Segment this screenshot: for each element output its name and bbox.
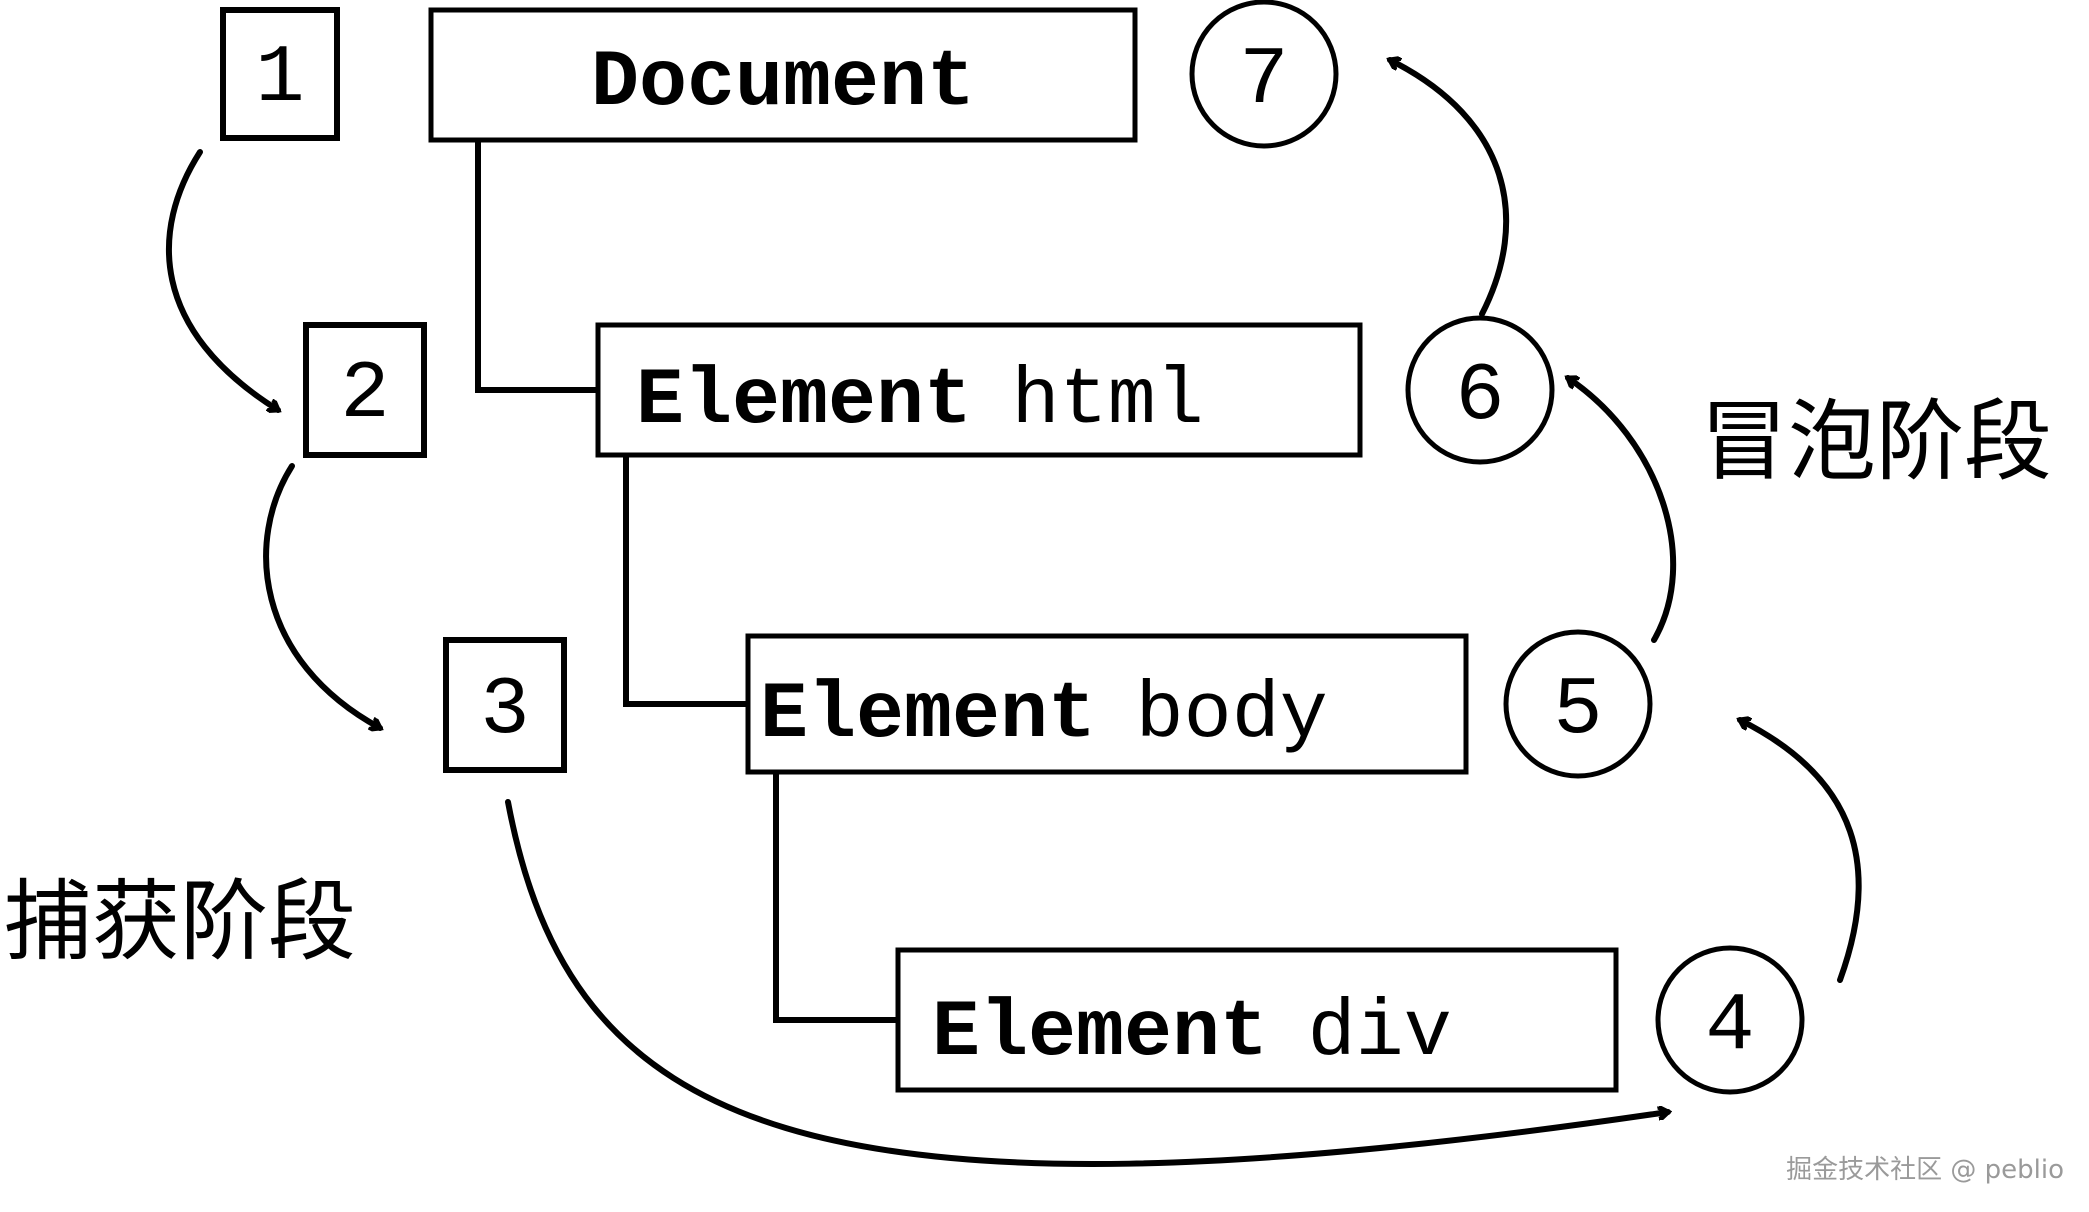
connector-html-body	[623, 456, 748, 707]
bubble-step-6: 6	[1405, 315, 1555, 465]
step-number: 4	[1705, 980, 1754, 1073]
connector-document-html	[475, 140, 598, 393]
node-tag-label: body	[1136, 670, 1328, 761]
capture-step-3: 3	[443, 637, 567, 773]
node-element-html: Element html	[595, 322, 1363, 458]
bubble-step-5: 5	[1503, 629, 1653, 779]
step-circle	[1503, 629, 1653, 779]
arrow-2-to-3	[263, 463, 380, 728]
node-document: Document	[428, 7, 1138, 143]
node-tag-label: html	[1012, 356, 1204, 447]
svg-text:Element body: Element body	[760, 670, 1328, 761]
capture-step-1: 1	[220, 7, 340, 141]
node-kind-label: Element	[932, 988, 1268, 1079]
arrow-3-to-4	[505, 799, 1668, 1167]
step-square	[220, 7, 340, 141]
bubble-phase-label: 冒泡阶段	[1700, 390, 2052, 493]
step-number: 6	[1455, 350, 1504, 443]
arrow-5-to-6	[1568, 375, 1677, 643]
step-number: 7	[1239, 34, 1288, 127]
watermark-text: 掘金技术社区 @ peblio	[1786, 1155, 2064, 1185]
node-kind-label: Document	[591, 38, 975, 129]
capture-phase-label: 捕获阶段	[4, 870, 356, 973]
step-square	[303, 322, 427, 458]
step-square	[443, 637, 567, 773]
node-element-div: Element div	[895, 947, 1619, 1093]
node-element-body: Element body	[745, 633, 1469, 775]
svg-text:Element div: Element div	[932, 988, 1452, 1079]
step-number: 1	[255, 32, 304, 125]
step-number: 2	[340, 348, 389, 441]
step-circle	[1405, 315, 1555, 465]
node-box	[595, 322, 1363, 458]
bubble-step-4: 4	[1655, 945, 1805, 1095]
node-kind-label: Element	[760, 670, 1096, 761]
node-box	[895, 947, 1619, 1093]
node-kind-label: Element	[636, 356, 972, 447]
node-box	[428, 7, 1138, 143]
step-circle	[1189, 0, 1339, 149]
svg-text:Document: Document	[591, 38, 975, 129]
capture-step-2: 2	[303, 322, 427, 458]
tree-connectors	[475, 140, 898, 1023]
connector-body-div	[773, 772, 898, 1023]
bubble-step-7: 7	[1189, 0, 1339, 149]
node-tag-label: div	[1308, 988, 1452, 1079]
svg-text:Element html: Element html	[636, 356, 1204, 447]
capture-arrows	[165, 149, 1668, 1167]
arrow-6-to-7	[1390, 60, 1510, 317]
arrow-1-to-2	[165, 149, 278, 410]
step-number: 5	[1553, 664, 1602, 757]
node-box	[745, 633, 1469, 775]
step-circle	[1655, 945, 1805, 1095]
step-number: 3	[480, 664, 529, 757]
arrow-4-to-5	[1740, 720, 1862, 983]
bubble-arrows	[1390, 60, 1862, 983]
